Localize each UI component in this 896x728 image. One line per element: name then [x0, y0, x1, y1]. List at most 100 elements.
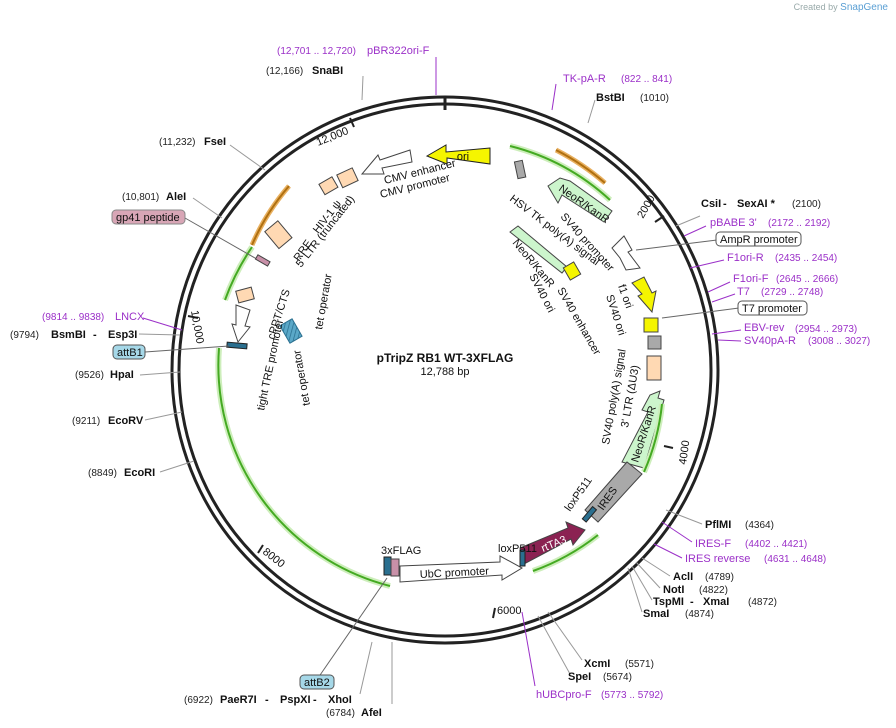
enzyme-xhoi-name[interactable]: XhoI	[328, 694, 352, 706]
enzyme-pflmi-name[interactable]: PflMI	[705, 519, 731, 531]
flag-block-1[interactable]	[383, 556, 392, 576]
sv40-yellow-box[interactable]	[562, 261, 582, 281]
tick-4000: 4000	[663, 440, 692, 465]
rre-box[interactable]	[264, 220, 293, 250]
f1-ori-arrow[interactable]	[631, 276, 657, 314]
cmv-enhancer-promoter[interactable]: CMV enhancer CMV promoter	[360, 149, 457, 201]
snapgene-watermark: Created by SnapGene	[794, 2, 888, 13]
primer-iresf-pos: (4402 .. 4421)	[745, 539, 807, 550]
enzyme-pflmi-pos: (4364)	[745, 520, 774, 531]
enzyme-ecorv-name[interactable]: EcoRV	[108, 415, 144, 427]
enzyme-noti-name[interactable]: NotI	[663, 584, 684, 596]
tet-operator-label-1: tet operator	[313, 273, 335, 331]
enzyme-acli-pos: (4789)	[705, 572, 734, 583]
primer-tkpa-name[interactable]: TK-pA-R	[563, 73, 606, 85]
neor-arrow-1[interactable]	[547, 177, 613, 223]
primer-hubcpro-name[interactable]: hUBCpro-F	[536, 689, 592, 701]
attb2-label: attB2	[304, 677, 330, 689]
primer-pbabe-name[interactable]: pBABE 3'	[710, 217, 757, 229]
t7-promoter-badge[interactable]	[737, 300, 808, 316]
enzyme-afei-pos: (6784)	[326, 708, 355, 719]
enzyme-fsei-pos: (11,232)	[159, 137, 196, 148]
tet-operator-block[interactable]	[279, 318, 303, 344]
loxp-marker-2[interactable]	[519, 549, 526, 567]
ires-block[interactable]	[584, 461, 643, 523]
flag-label: 3xFLAG	[381, 545, 421, 557]
ltr5-box-1[interactable]	[336, 167, 359, 189]
hsvtk-bar[interactable]	[513, 159, 527, 180]
ori-arrow[interactable]: ori	[425, 144, 491, 165]
ubc-label: UbC promoter	[420, 565, 490, 581]
ori-label: ori	[457, 151, 469, 163]
enzyme-afei-name[interactable]: AfeI	[361, 707, 382, 719]
tick-6000: 6000	[492, 605, 521, 619]
enzyme-bsmbi-pos: (9794)	[10, 330, 39, 341]
primer-f1orif-pos: (2645 .. 2666)	[776, 274, 838, 285]
enzyme-snabi-name[interactable]: SnaBI	[312, 65, 343, 77]
primer-iresrev-pos: (4631 .. 4648)	[764, 554, 826, 565]
attb1-segment[interactable]	[226, 341, 248, 350]
enzyme-paer7i-sep: -	[265, 694, 269, 706]
sv40-enhancer-label: SV40 enhancer	[554, 286, 602, 358]
ampr-promoter-arrow[interactable]	[611, 235, 641, 271]
rtta3-arrow[interactable]	[519, 521, 586, 565]
attb2-badge[interactable]	[299, 674, 335, 690]
enzyme-bstbi-name[interactable]: BstBI	[596, 92, 625, 104]
tick-8000: 8000	[257, 544, 287, 570]
enzyme-paer7i-name[interactable]: PaeR7I	[220, 694, 257, 706]
ubc-promoter-arrow[interactable]	[399, 555, 524, 583]
flag-block-2[interactable]	[390, 558, 400, 577]
primer-lncx-name[interactable]: LNCX	[115, 311, 145, 323]
cppt-box[interactable]	[235, 286, 255, 304]
enzyme-fsei-name[interactable]: FseI	[204, 136, 226, 148]
sv40-pa-box[interactable]	[647, 335, 662, 350]
enzyme-ecori-name[interactable]: EcoRI	[124, 467, 155, 479]
primer-t7-name[interactable]: T7	[737, 286, 750, 298]
primer-pbr322-pos: (12,701 .. 12,720)	[277, 46, 356, 57]
primer-iresf-name[interactable]: IRES-F	[695, 538, 731, 550]
enzyme-smai-pos: (4874)	[685, 609, 714, 620]
primer-iresrev-name[interactable]: IRES reverse	[685, 553, 750, 565]
enzyme-bsmbi-name[interactable]: BsmBI	[51, 329, 86, 341]
ltr3-box[interactable]	[646, 355, 662, 381]
plasmid-name: pTripZ RB1 WT-3XFLAG	[377, 351, 514, 365]
enzyme-acli-name[interactable]: AclI	[673, 571, 693, 583]
tre-promoter-arrow[interactable]	[231, 304, 251, 344]
sv40-ori-box[interactable]	[643, 317, 659, 333]
enzyme-xcmi-pos: (5571)	[625, 659, 654, 670]
primer-f1orir-name[interactable]: F1ori-R	[727, 252, 764, 264]
neor-arrow-3[interactable]	[621, 390, 665, 469]
enzyme-smai-name[interactable]: SmaI	[643, 608, 669, 620]
enzyme-hpai-name[interactable]: HpaI	[110, 369, 134, 381]
tre-label: tight TRE promoter	[255, 318, 286, 412]
enzyme-alei-name[interactable]: AleI	[166, 191, 186, 203]
attb1-badge[interactable]	[112, 344, 146, 360]
primer-ebvrev-name[interactable]: EBV-rev	[744, 322, 785, 334]
enzyme-tspmi-pos: (4872)	[748, 597, 777, 608]
gp41-peptide-badge[interactable]	[111, 209, 186, 225]
ampr-promoter-badge[interactable]	[715, 231, 802, 247]
primer-pbabe-pos: (2172 .. 2192)	[768, 218, 830, 229]
enzyme-noti-pos: (4822)	[699, 585, 728, 596]
watermark-prefix: Created by	[793, 2, 838, 12]
enzyme-tspmi-name[interactable]: TspMI	[653, 596, 684, 608]
enzyme-xmai-name[interactable]: XmaI	[703, 596, 729, 608]
ltr5-box-2[interactable]	[318, 176, 339, 196]
enzyme-spei-name[interactable]: SpeI	[568, 671, 591, 683]
enzyme-xcmi-name[interactable]: XcmI	[584, 658, 610, 670]
primer-f1orif-name[interactable]: F1ori-F	[733, 273, 769, 285]
gp41-marker[interactable]	[254, 254, 271, 267]
enzyme-pspxi-name[interactable]: PspXI	[280, 694, 311, 706]
enzyme-csii-name[interactable]: CsiI	[701, 198, 721, 210]
primer-ebvrev-pos: (2954 .. 2973)	[795, 324, 857, 335]
primer-sv40pa-name[interactable]: SV40pA-R	[744, 335, 796, 347]
enzyme-esp3i-name[interactable]: Esp3I	[108, 329, 137, 341]
primer-pbr322-name[interactable]: pBR322ori-F	[367, 45, 430, 57]
enzyme-csii-pos: (2100)	[792, 199, 821, 210]
enzyme-sexai-name[interactable]: SexAI *	[737, 198, 776, 210]
loxp-label-2: loxP511	[498, 543, 537, 555]
loxp-marker-1[interactable]	[581, 505, 598, 523]
enzyme-bstbi-pos: (1010)	[640, 93, 669, 104]
enzyme-paer7i-sep2: -	[313, 694, 317, 706]
